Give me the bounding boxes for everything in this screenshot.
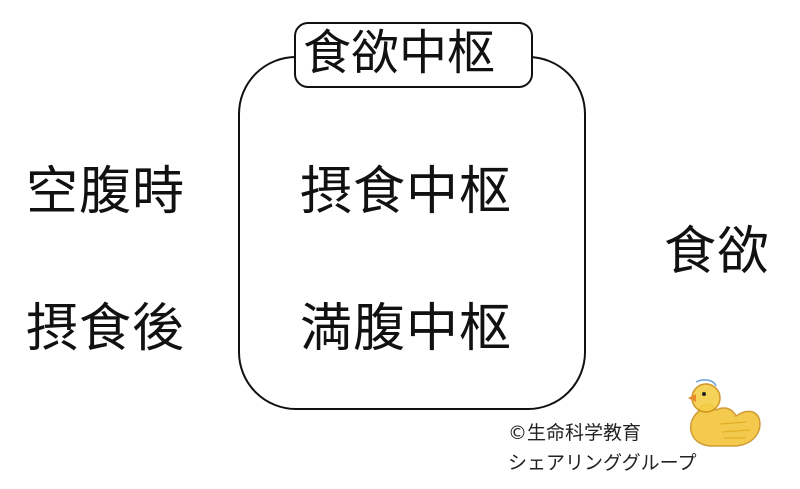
label-fasting: 空腹時 (26, 162, 186, 222)
label-satiety-center: 満腹中枢 (300, 299, 513, 359)
credit-line-2: シェアリンググループ (508, 452, 697, 474)
diagram-title: 食欲中枢 (303, 25, 496, 81)
label-feeding-center: 摂食中枢 (300, 162, 513, 222)
label-after-eating: 摂食後 (26, 299, 186, 359)
label-appetite: 食欲 (664, 222, 771, 282)
title-box (294, 22, 533, 88)
credit-text: ©生命科学教育 シェアリンググループ (508, 418, 696, 478)
credit-line-1: ©生命科学教育 (508, 422, 642, 444)
duck-chick-icon (688, 379, 761, 447)
